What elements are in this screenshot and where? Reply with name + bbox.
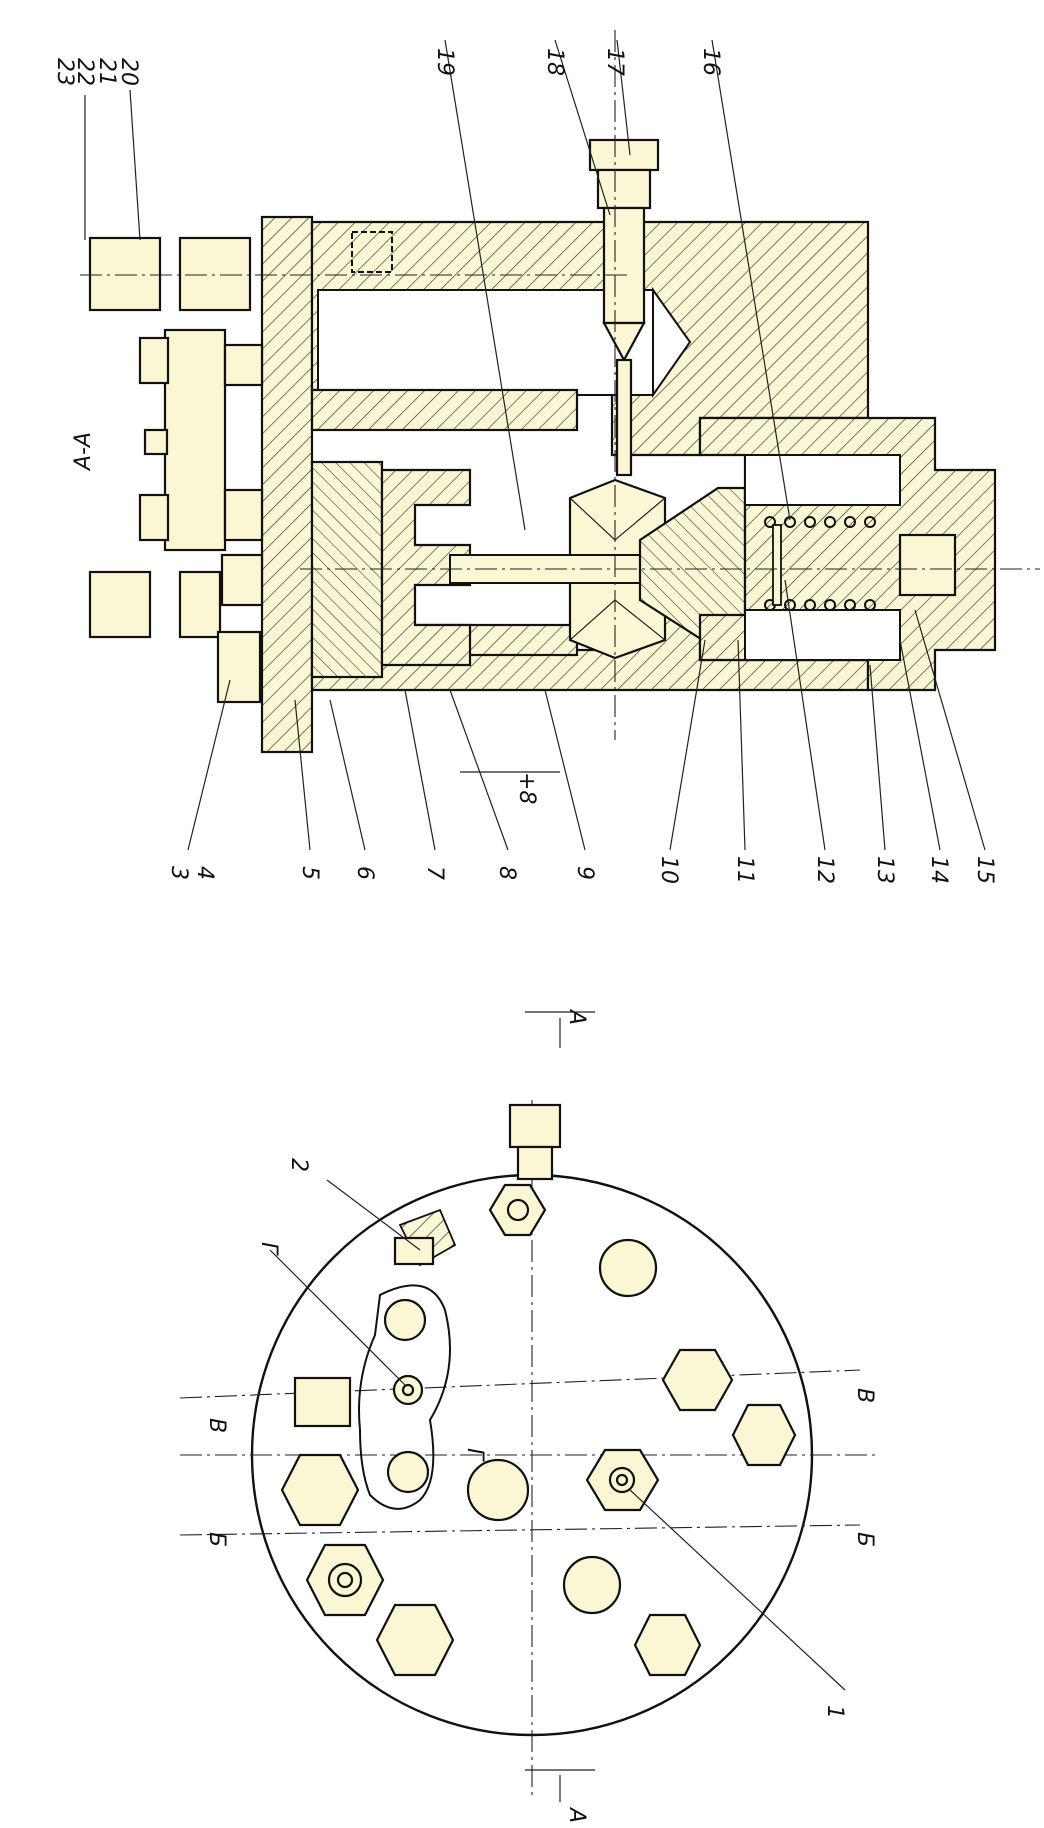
callout-16: 16: [698, 48, 723, 76]
cover-plate: [358, 1284, 451, 1510]
piston-body: [380, 468, 472, 667]
callout-10: 10: [656, 856, 681, 884]
section-marks: А А Б Б В В: [204, 1008, 877, 1823]
callout-17: 17: [602, 48, 627, 76]
top-view: [179, 1100, 880, 1800]
label-g-1: Г: [256, 1242, 281, 1256]
mark-v-right: В: [852, 1388, 877, 1403]
callout-21: 21: [94, 58, 119, 86]
callout-15: 15: [972, 856, 997, 884]
bolt-heads: [280, 1183, 797, 1677]
callout-numbers: 3 4 5 6 7 8 9 10 11 12 13 14 15 16 17 18…: [52, 48, 997, 884]
section-view-a-a: [80, 30, 1040, 754]
callout-22: 22: [72, 58, 97, 86]
bore: [317, 289, 654, 396]
callout-20: 20: [116, 58, 141, 86]
callout-12: 12: [812, 856, 837, 884]
callout-14: 14: [926, 856, 951, 884]
adjusting-screw: [588, 138, 660, 477]
callout-6: 6: [352, 866, 377, 880]
mark-v-left: В: [204, 1418, 229, 1433]
callout-7: 7: [422, 866, 447, 880]
section-title: А-А: [71, 432, 96, 472]
label-2: 2: [286, 1158, 311, 1172]
callout-4: 4: [192, 866, 217, 880]
dimension-label: +8: [514, 772, 539, 804]
callout-9: 9: [572, 866, 597, 880]
mark-b-left: Б: [204, 1532, 229, 1547]
label-g-2: Г: [462, 1448, 487, 1462]
callout-11: 11: [732, 856, 757, 884]
top-view-leaders: [269, 1018, 846, 1802]
callout-23: 23: [52, 58, 77, 86]
base-plate: [260, 215, 314, 754]
label-1: 1: [822, 1705, 847, 1719]
callout-8: 8: [494, 866, 519, 880]
callout-13: 13: [872, 856, 897, 884]
mark-a-top: А: [564, 1008, 589, 1025]
callout-18: 18: [542, 48, 567, 76]
callout-5: 5: [297, 866, 322, 880]
mark-b-right: Б: [852, 1532, 877, 1547]
mark-a-bottom: А: [564, 1806, 589, 1823]
callout-19: 19: [432, 48, 457, 76]
pin: [772, 524, 782, 606]
callout-leaders: [84, 39, 986, 851]
callout-3: 3: [166, 866, 191, 880]
left-fittings: [88, 236, 264, 704]
